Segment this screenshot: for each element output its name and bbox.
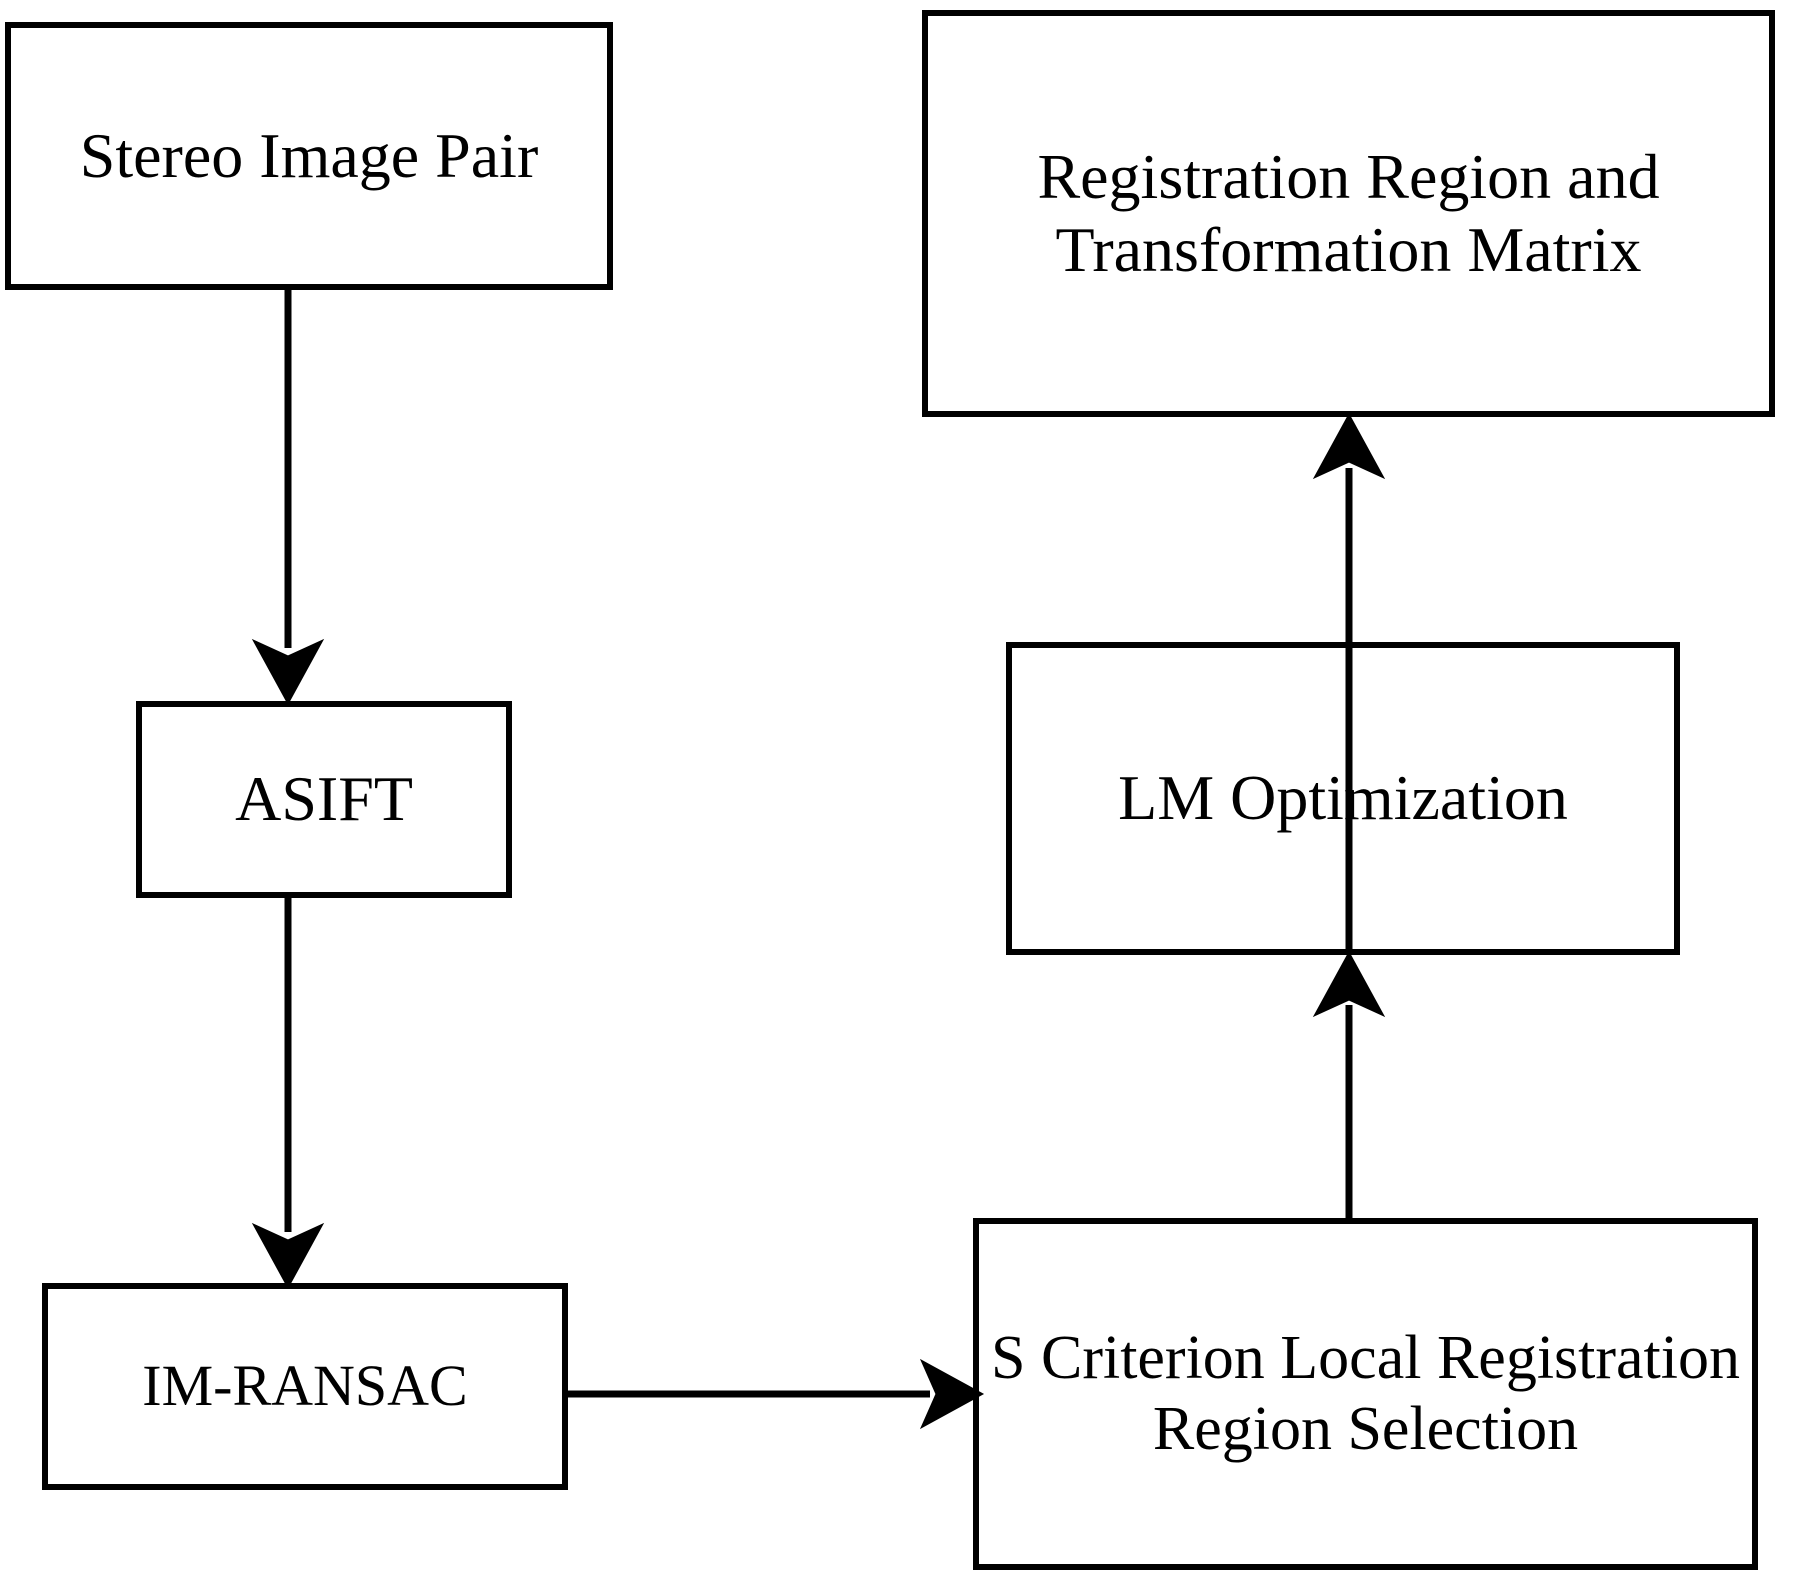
- node-registration-output[interactable]: Registration Region and Transformation M…: [922, 10, 1775, 417]
- edge-ransac-to-scriterion-arrow: [568, 1358, 985, 1430]
- arrowhead-down-icon: [251, 638, 325, 706]
- edge-scriterion-to-lm-arrow: [1312, 950, 1386, 1218]
- node-stereo-image-pair-label: Stereo Image Pair: [79, 119, 539, 191]
- node-stereo-image-pair[interactable]: Stereo Image Pair: [5, 22, 613, 290]
- node-asift-label: ASIFT: [235, 763, 413, 835]
- node-asift[interactable]: ASIFT: [136, 701, 512, 898]
- edge-stereo-to-asift-arrow: [251, 290, 325, 706]
- node-registration-output-label: Registration Region and Transformation M…: [1037, 140, 1660, 285]
- arrowhead-up-icon: [1312, 950, 1386, 1018]
- node-s-criterion-label: S Criterion Local Registration Region Se…: [990, 1324, 1741, 1463]
- node-lm-optimization[interactable]: LM Optimization: [1006, 642, 1680, 955]
- node-im-ransac[interactable]: IM-RANSAC: [42, 1283, 568, 1490]
- edge-asift-to-ransac-arrow: [251, 898, 325, 1290]
- node-s-criterion[interactable]: S Criterion Local Registration Region Se…: [973, 1218, 1758, 1570]
- arrowhead-up-icon: [1312, 412, 1386, 480]
- node-lm-optimization-label: LM Optimization: [1118, 762, 1568, 834]
- arrowhead-down-icon: [251, 1222, 325, 1290]
- node-im-ransac-label: IM-RANSAC: [142, 1353, 468, 1419]
